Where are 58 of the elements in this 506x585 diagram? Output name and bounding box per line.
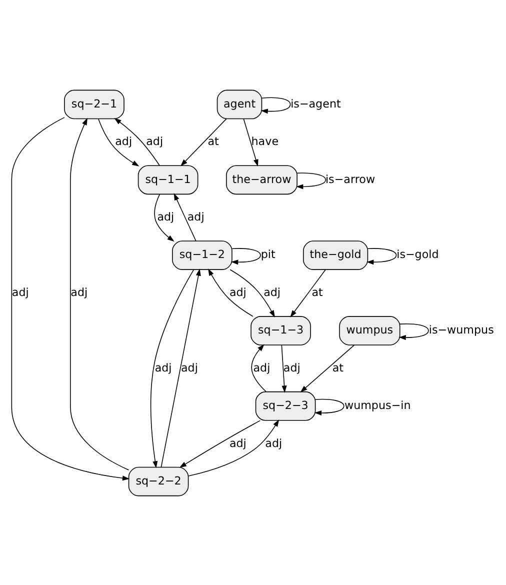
arrow xyxy=(179,420,261,468)
arrow xyxy=(188,418,280,476)
arrow xyxy=(300,344,355,392)
arrow xyxy=(160,268,201,468)
edge-label: is−agent xyxy=(290,96,341,110)
arrow xyxy=(114,118,160,166)
edge-label: adj xyxy=(70,285,88,298)
arrow xyxy=(230,268,275,317)
edge-label: adj xyxy=(154,360,172,374)
arrow xyxy=(154,194,174,242)
arrow xyxy=(231,248,261,264)
edge-label: is−gold xyxy=(396,248,439,261)
edge-label: wumpus−in xyxy=(344,398,411,412)
node-box: sq−1−2 xyxy=(172,240,232,270)
edge-label: adj xyxy=(229,285,246,298)
edge-label: adj xyxy=(181,360,198,374)
arrow xyxy=(366,248,397,264)
edge-label: adj xyxy=(265,436,282,450)
node-box: sq−2−1 xyxy=(64,89,124,119)
edge-label: adj xyxy=(187,210,204,224)
arrow xyxy=(251,344,266,392)
arrow xyxy=(314,398,344,415)
edge-label: have xyxy=(251,134,279,148)
edge-label: adj xyxy=(146,134,164,148)
arrow xyxy=(296,172,326,189)
node-box: sq−1−1 xyxy=(138,164,198,194)
arrow xyxy=(180,118,227,166)
arrow xyxy=(260,96,291,114)
arrow xyxy=(174,192,196,241)
arrow xyxy=(290,268,326,317)
node-box: sq−2−2 xyxy=(128,466,189,496)
edge-label: pit xyxy=(260,248,276,261)
node-box: the−arrow xyxy=(226,164,298,194)
node-box: sq−2−3 xyxy=(255,390,316,420)
arrow xyxy=(398,322,429,340)
edge-label: adj xyxy=(283,360,300,374)
node-box: agent xyxy=(216,89,262,119)
edge-label: at xyxy=(332,360,344,374)
edge-label: is−wumpus xyxy=(428,323,494,336)
edge-label: adj xyxy=(115,134,132,148)
node-box: the−gold xyxy=(303,240,368,270)
node-box: wumpus xyxy=(339,316,400,345)
edge-label: adj xyxy=(157,210,174,224)
arrow xyxy=(11,116,130,480)
edge-label: adj xyxy=(264,285,281,298)
arrow xyxy=(70,117,130,470)
edge-label: adj xyxy=(253,360,270,374)
arrow xyxy=(150,268,194,468)
edge-label: is−arrow xyxy=(325,172,376,186)
edge-label: at xyxy=(208,134,219,148)
arrow xyxy=(208,268,254,316)
arrow xyxy=(98,118,140,166)
node-box: sq−1−3 xyxy=(250,316,311,345)
arrow xyxy=(281,344,287,392)
edge-label: at xyxy=(312,285,323,298)
edge-label: adj xyxy=(12,285,29,298)
arrow xyxy=(243,118,258,166)
edge-label: adj xyxy=(229,436,246,450)
